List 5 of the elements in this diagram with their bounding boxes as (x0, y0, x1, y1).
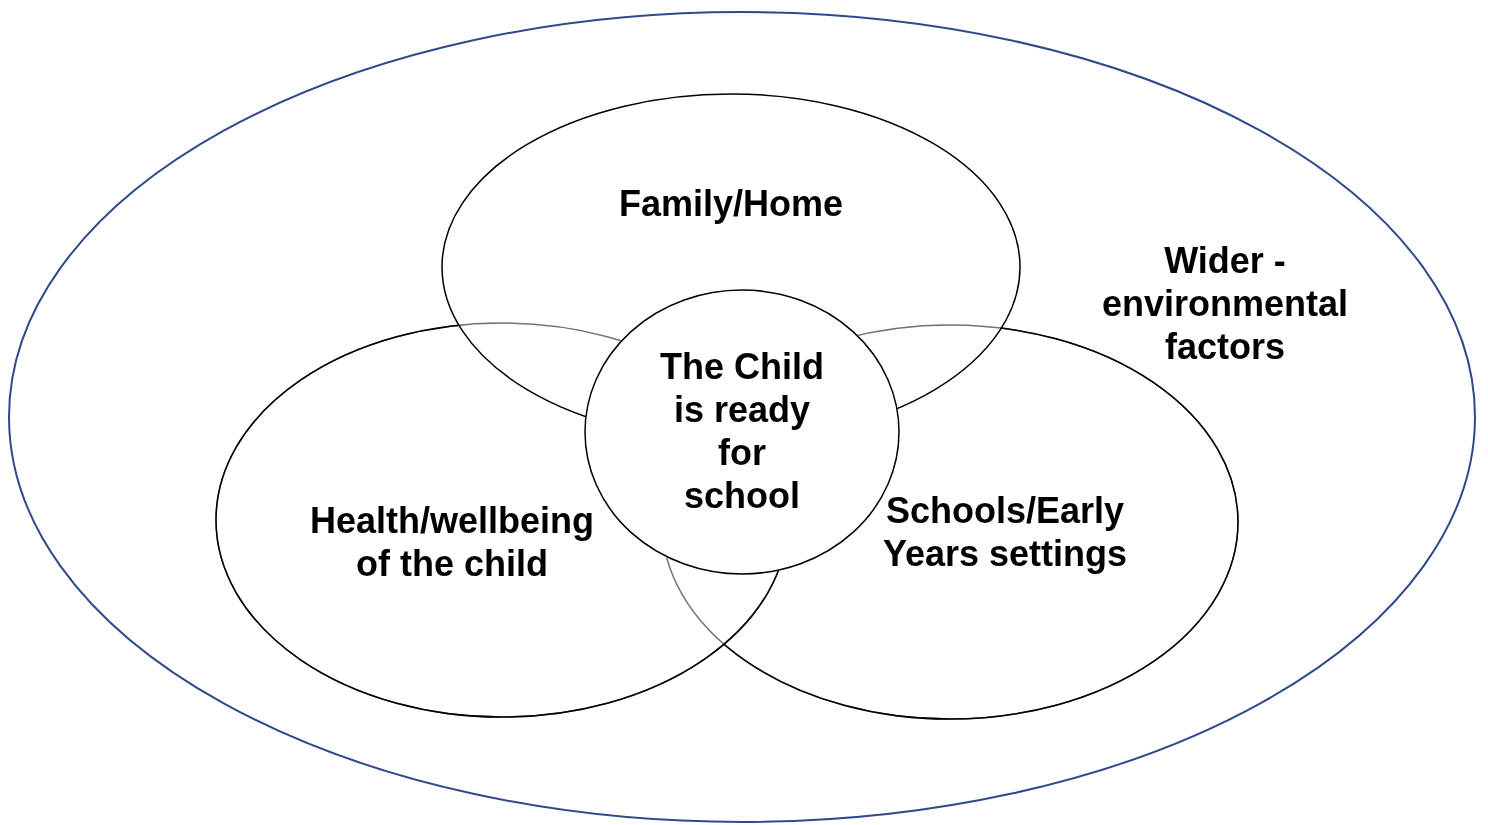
node-label: Wider - environmental factors (1100, 238, 1350, 368)
node-label: Family/Home (617, 181, 845, 225)
node-label: Health/wellbeing of the child (308, 499, 595, 585)
node-label: The Child is ready for school (660, 345, 824, 517)
node-label: Schools/Early Years settings (881, 489, 1129, 575)
